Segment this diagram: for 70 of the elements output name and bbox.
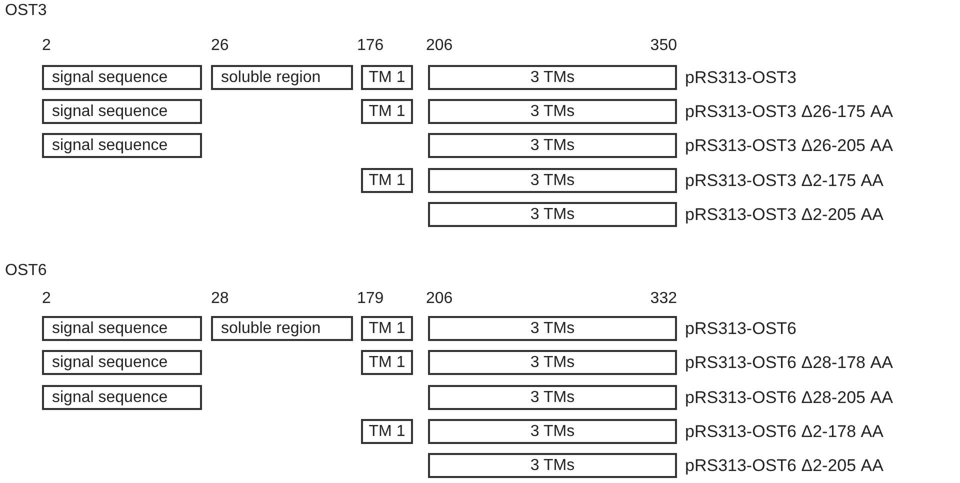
domain-label: TM 1 [368, 422, 406, 442]
domain-label: signal sequence [51, 319, 169, 339]
domain-label: 3 TMs [529, 353, 576, 373]
domain-box [361, 168, 413, 193]
domain-box [42, 99, 202, 124]
domain-label: 3 TMs [529, 319, 576, 339]
domain-box [428, 65, 677, 90]
domain-box [428, 316, 677, 341]
domain-box [42, 65, 202, 90]
domain-label: 3 TMs [529, 102, 576, 122]
domain-label: TM 1 [368, 102, 406, 122]
residue-number: 26 [211, 37, 229, 55]
domain-label: 3 TMs [529, 136, 576, 156]
residue-number: 350 [650, 37, 677, 55]
domain-box [42, 385, 202, 410]
domain-label: TM 1 [368, 319, 406, 339]
residue-number: 28 [211, 290, 229, 308]
residue-number: 176 [357, 37, 384, 55]
domain-label: soluble region [220, 68, 322, 88]
construct-name: pRS313-OST3 Δ2-205 AA [685, 204, 884, 226]
domain-box [42, 316, 202, 341]
residue-number: 2 [42, 290, 51, 308]
domain-label: 3 TMs [529, 171, 576, 191]
domain-box [428, 385, 677, 410]
domain-box [361, 350, 413, 375]
domain-label: 3 TMs [529, 456, 576, 476]
section-heading: OST6 [5, 262, 47, 280]
domain-label: TM 1 [368, 353, 406, 373]
domain-label: signal sequence [51, 353, 169, 373]
domain-label: 3 TMs [529, 422, 576, 442]
domain-box [428, 133, 677, 158]
domain-box [361, 419, 413, 444]
construct-name: pRS313-OST6 Δ2-205 AA [685, 455, 884, 477]
domain-box [361, 65, 413, 90]
domain-box [211, 65, 353, 90]
section-heading: OST3 [5, 2, 47, 20]
domain-box [211, 316, 353, 341]
domain-label: 3 TMs [529, 68, 576, 88]
construct-name: pRS313-OST3 Δ26-205 AA [685, 135, 893, 157]
domain-label: 3 TMs [529, 205, 576, 225]
construct-name: pRS313-OST6 [685, 318, 796, 340]
residue-number: 332 [650, 290, 677, 308]
domain-box [42, 350, 202, 375]
construct-name: pRS313-OST6 Δ28-205 AA [685, 387, 893, 409]
residue-number: 179 [357, 290, 384, 308]
domain-box [428, 419, 677, 444]
construct-name: pRS313-OST6 Δ28-178 AA [685, 352, 893, 374]
domain-label: 3 TMs [529, 388, 576, 408]
domain-label: signal sequence [51, 102, 169, 122]
domain-label: TM 1 [368, 171, 406, 191]
construct-name: pRS313-OST3 Δ2-175 AA [685, 170, 884, 192]
residue-number: 2 [42, 37, 51, 55]
domain-box [361, 99, 413, 124]
domain-box [428, 168, 677, 193]
domain-label: signal sequence [51, 388, 169, 408]
domain-box [428, 99, 677, 124]
domain-label: signal sequence [51, 136, 169, 156]
domain-label: soluble region [220, 319, 322, 339]
domain-box [428, 350, 677, 375]
construct-name: pRS313-OST3 Δ26-175 AA [685, 101, 893, 123]
construct-name: pRS313-OST6 Δ2-178 AA [685, 421, 884, 443]
residue-number: 206 [426, 290, 453, 308]
domain-label: signal sequence [51, 68, 169, 88]
residue-number: 206 [426, 37, 453, 55]
construct-name: pRS313-OST3 [685, 67, 796, 89]
domain-label: TM 1 [368, 68, 406, 88]
domain-box [428, 453, 677, 478]
domain-box [428, 202, 677, 227]
domain-box [42, 133, 202, 158]
domain-box [361, 316, 413, 341]
